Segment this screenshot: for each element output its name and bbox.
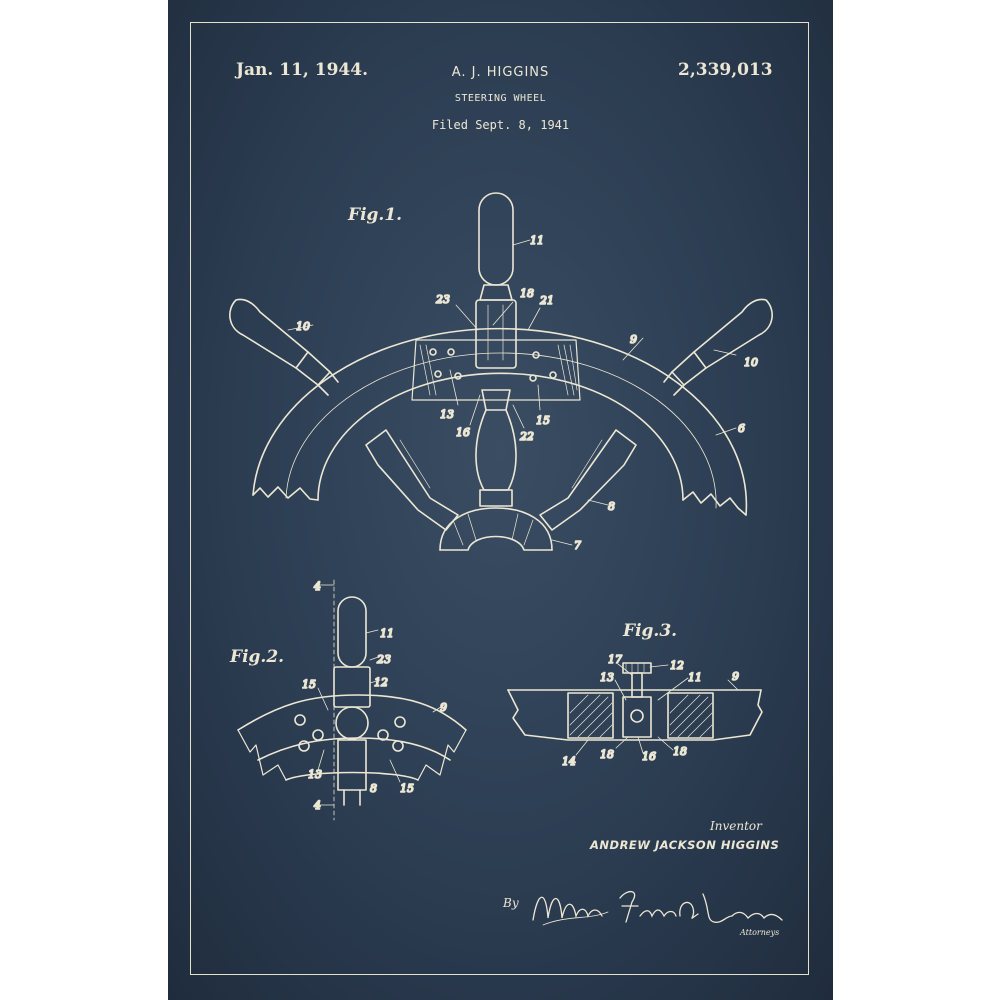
fig1-label: Fig.1. — [348, 205, 403, 225]
ref-numeral-10-left: 10 — [296, 320, 310, 333]
ref-numeral-4-top: 4 — [313, 580, 321, 593]
ref-numeral-11-fig2: 11 — [380, 627, 394, 640]
fig3-section-drawing: 17 12 13 11 9 14 18 16 18 — [507, 652, 763, 769]
ref-numeral-9: 9 — [630, 333, 637, 346]
ref-numeral-10-right: 10 — [744, 356, 758, 369]
patent-date: Jan. 11, 1944. — [236, 60, 368, 80]
ref-numeral-23: 23 — [435, 293, 450, 306]
ref-numeral-4-bottom: 4 — [313, 799, 321, 812]
fig3-label: Fig.3. — [623, 621, 678, 641]
ref-numeral-13: 13 — [440, 408, 454, 421]
ref-numeral-12-fig3: 12 — [670, 659, 684, 672]
ref-numeral-21: 21 — [539, 294, 554, 307]
patent-title: STEERING WHEEL — [454, 93, 547, 104]
patent-drawing: 11 18 23 21 10 9 10 13 16 22 15 6 8 7 — [229, 192, 773, 821]
patent-number: 2,339,013 — [678, 60, 773, 80]
poster-border — [190, 22, 809, 975]
fig2-label: Fig.2. — [230, 647, 285, 667]
patent-poster: Jan. 11, 1944. A. J. HIGGINS STEERING WH… — [168, 0, 833, 1000]
ref-numeral-9-fig3: 9 — [732, 670, 739, 683]
ref-numeral-11: 11 — [530, 234, 544, 247]
ref-numeral-14: 14 — [562, 755, 576, 768]
inventor-name: ANDREW JACKSON HIGGINS — [590, 838, 780, 852]
ref-numeral-15-fig2-top: 15 — [302, 678, 316, 691]
ref-numeral-17: 17 — [608, 653, 622, 666]
attorney-signature — [532, 891, 783, 926]
ref-numeral-6: 6 — [738, 422, 745, 435]
ref-numeral-22: 22 — [519, 430, 534, 443]
ref-numeral-23-fig2: 23 — [376, 653, 391, 666]
ref-numeral-13-fig3: 13 — [600, 671, 614, 684]
ref-numeral-18-left: 18 — [600, 748, 614, 761]
ref-numeral-9-fig2: 9 — [440, 701, 447, 714]
ref-numeral-11-fig3: 11 — [688, 671, 702, 684]
ref-numeral-16-fig3: 16 — [642, 750, 656, 763]
inventor-caption: Inventor — [710, 819, 762, 833]
ref-numeral-8-fig2: 8 — [370, 782, 377, 795]
inventor-header: A. J. HIGGINS — [451, 65, 550, 80]
by-label: By — [503, 896, 519, 910]
ref-numeral-15: 15 — [536, 414, 550, 427]
fig2-hub-detail-drawing: 4 11 23 15 12 9 13 8 15 4 — [237, 579, 467, 821]
ref-numeral-16: 16 — [456, 426, 470, 439]
filed-date: Filed Sept. 8, 1941 — [431, 118, 570, 132]
fig1-steering-wheel-drawing: 11 18 23 21 10 9 10 13 16 22 15 6 8 7 — [229, 192, 773, 553]
ref-numeral-15-fig2-bottom: 15 — [400, 782, 414, 795]
ref-numeral-12-fig2: 12 — [374, 676, 388, 689]
ref-numeral-7: 7 — [574, 539, 581, 552]
attorneys-caption: Attorneys — [740, 928, 780, 937]
ref-numeral-13-fig2: 13 — [308, 768, 322, 781]
ref-numeral-18-right: 18 — [673, 745, 687, 758]
ref-numeral-18: 18 — [520, 287, 534, 300]
ref-numeral-8: 8 — [608, 500, 615, 513]
